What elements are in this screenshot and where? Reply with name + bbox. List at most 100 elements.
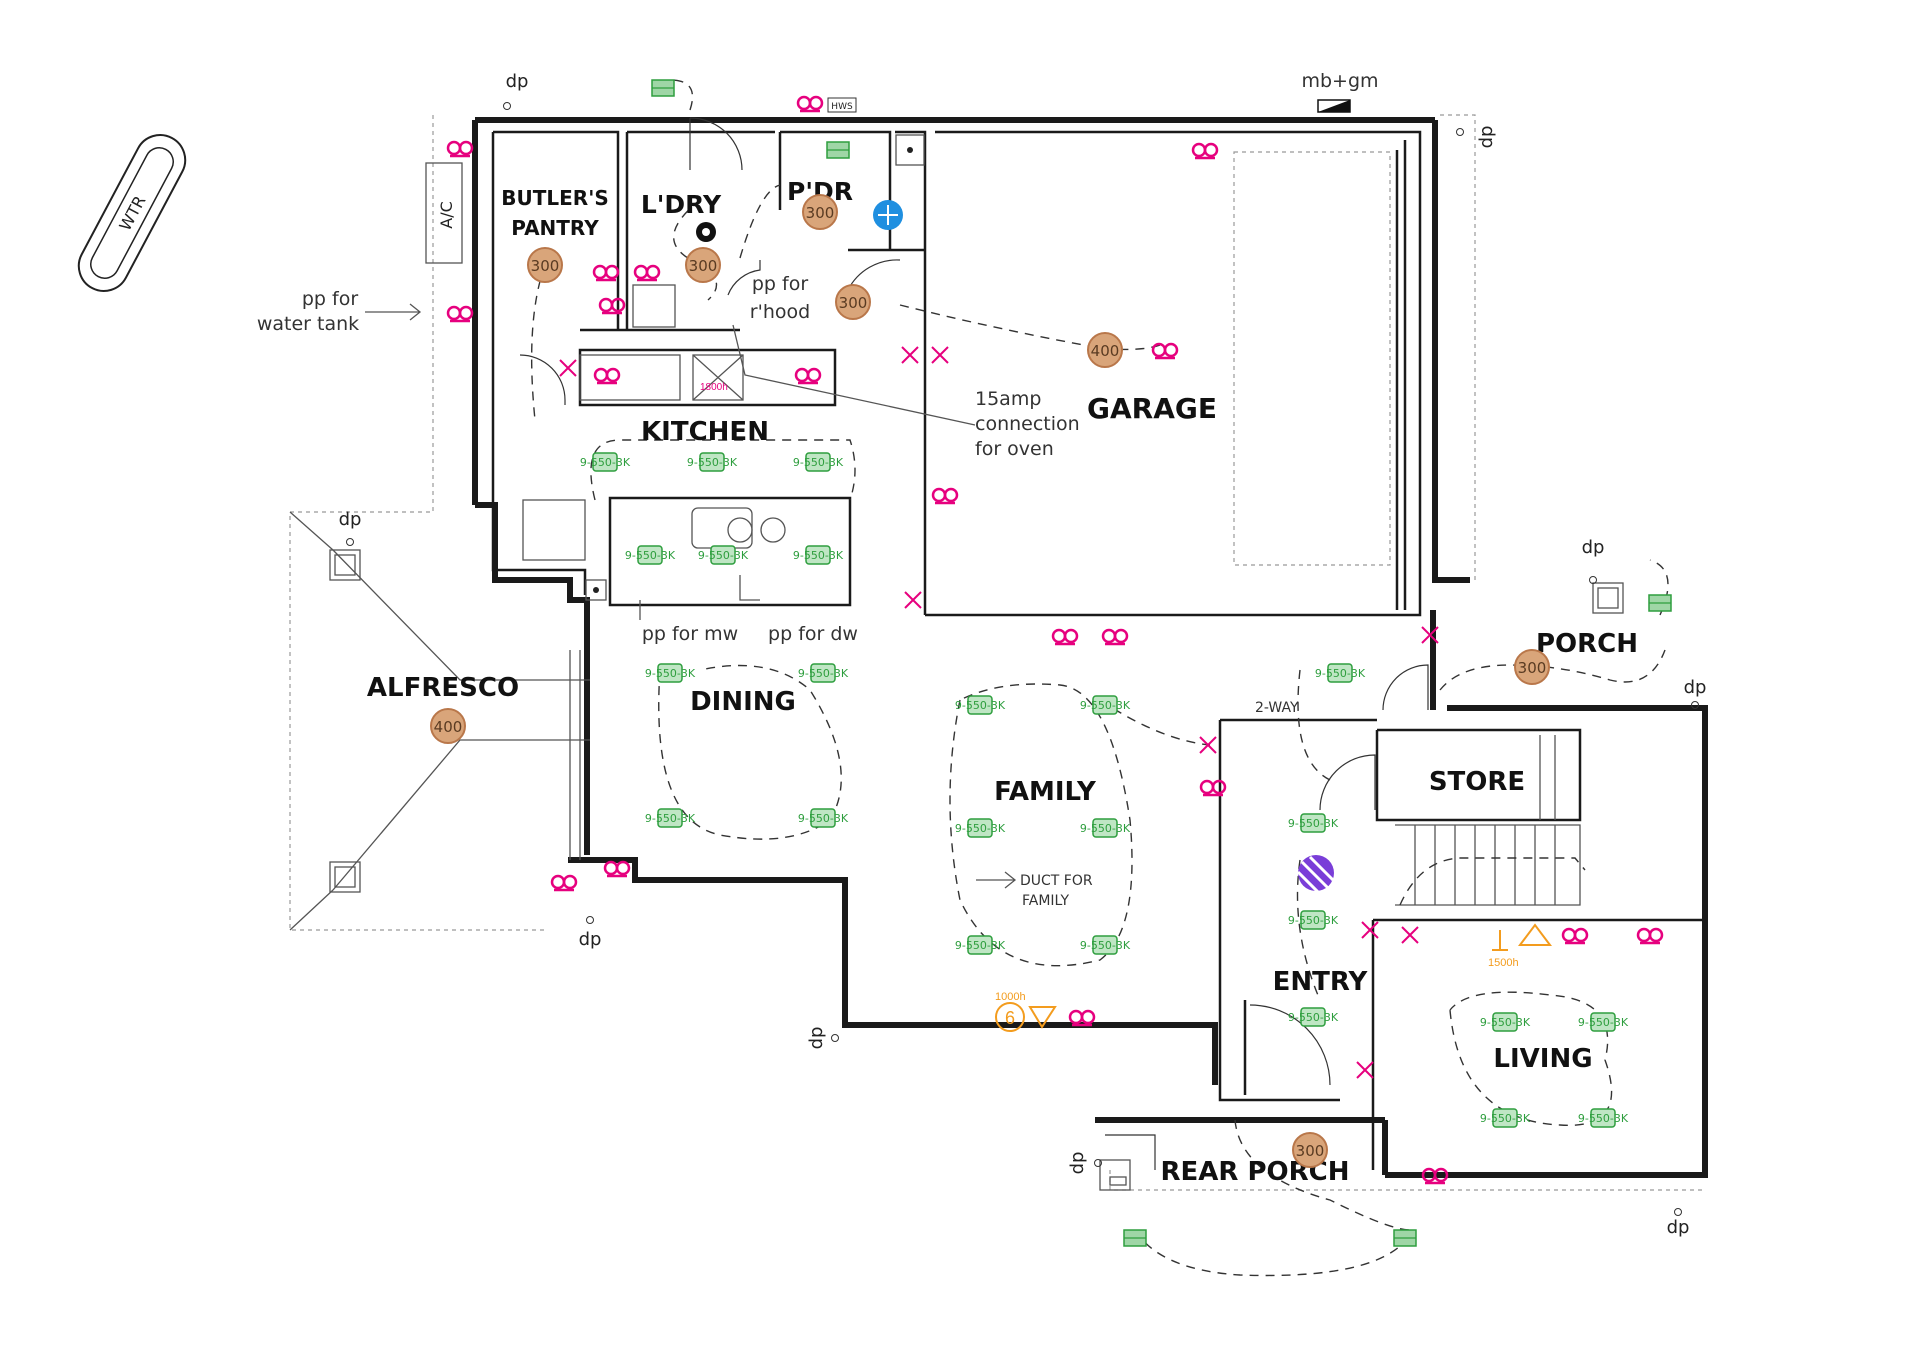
downlight-label: 9-550-3K (1288, 817, 1339, 830)
pendant-light-label: 300 (806, 204, 835, 222)
downlight-label: 9-550-3K (798, 667, 849, 680)
room-label-butlers-pantry: PANTRY (511, 216, 599, 240)
power-point-icon (446, 140, 474, 158)
downpipe-label: dp (579, 929, 602, 950)
downlight-label: 9-550-3K (798, 812, 849, 825)
downlight-icon: 9-550-3K (1578, 1012, 1629, 1032)
fan-living: 1500h (1488, 923, 1552, 969)
pp-dw-note: pp for dw (768, 623, 858, 645)
downpipe-labels: dp dp dp dp dp dp dp dp dp (339, 71, 1707, 1238)
power-point-icon (1561, 927, 1589, 945)
room-label-dining: DINING (690, 687, 796, 717)
downlight-label: 9-550-3K (1080, 699, 1131, 712)
downlight-label: 9-550-3K (1080, 822, 1131, 835)
downlight-label: 9-550-3K (1315, 667, 1366, 680)
downpipe-label: dp (1476, 126, 1497, 149)
laundry-tap-icon (696, 222, 716, 242)
power-point-icon (1151, 342, 1179, 360)
power-point-icon (1199, 779, 1227, 797)
room-label-butlers-pantry: BUTLER'S (501, 186, 608, 210)
downpipe-label: dp (1684, 677, 1707, 698)
pendant-light-icon: 300 (835, 284, 871, 320)
fan-height-label: 1500h (1488, 957, 1519, 969)
downpipe-label: dp (1582, 537, 1605, 558)
downpipe-label: dp (806, 1027, 827, 1050)
power-point-icon (1051, 628, 1079, 646)
pendant-light-icon: 400 (1087, 332, 1123, 368)
wall-light-icon (1648, 594, 1672, 612)
downpipe-label: dp (339, 509, 362, 530)
downlight-icon: 9-550-3K (1315, 663, 1366, 683)
room-label-family: FAMILY (994, 777, 1097, 807)
wtr-label: WTR (115, 193, 149, 234)
downlight-icon: 9-550-3K (1288, 813, 1339, 833)
downlight-icon: 9-550-3K (1288, 1007, 1339, 1027)
downlight-label: 9-550-3K (698, 549, 749, 562)
two-way-note: 2-WAY (1255, 700, 1299, 716)
pendant-light-label: 300 (689, 257, 718, 275)
switch-icon (904, 591, 922, 609)
pendant-light-label: 300 (839, 294, 868, 312)
pendant-light-label: 300 (1518, 659, 1547, 677)
power-point-icon (794, 367, 822, 385)
pendant-light-icon: 300 (1514, 649, 1550, 685)
downlight-icon: 9-550-3K (798, 663, 849, 683)
downlight-icon: 9-550-3K (625, 545, 676, 565)
external-lights (651, 79, 1672, 1247)
downlight-icon: 9-550-3K (798, 808, 849, 828)
downlight-label: 9-550-3K (687, 456, 738, 469)
power-point-icon (1421, 1167, 1449, 1185)
downlight-icon: 9-550-3K (687, 452, 738, 472)
room-label-alfresco: ALFRESCO (367, 673, 519, 703)
wtr-tank: WTR (77, 134, 187, 292)
power-point-icon (1068, 1009, 1096, 1027)
power-point-icon (592, 264, 620, 282)
rangehood-height: 1800h (700, 382, 728, 393)
downpipe-label: dp (506, 71, 529, 92)
power-points (446, 95, 1664, 1185)
switch-icon (1361, 921, 1379, 939)
room-label-porch: PORCH (1536, 629, 1638, 659)
internal-walls (491, 130, 1705, 1170)
pendant-light-icon: 300 (802, 194, 838, 230)
downlight-icon: 9-550-3K (645, 808, 696, 828)
downlight-icon: 9-550-3K (1080, 695, 1131, 715)
wall-light-icon (1393, 1229, 1417, 1247)
room-label-kitchen: KITCHEN (641, 417, 769, 447)
oven-note: connection (975, 413, 1080, 435)
switch-icon (559, 359, 577, 377)
downlight-icon: 9-550-3K (955, 695, 1006, 715)
room-label-laundry: L'DRY (641, 190, 722, 219)
downlight-label: 9-550-3K (1578, 1112, 1629, 1125)
downlight-label: 9-550-3K (1578, 1016, 1629, 1029)
power-point-icon (1191, 142, 1219, 160)
power-point-icon (796, 95, 824, 113)
switch-icon (1356, 1061, 1374, 1079)
downpipe-label: dp (1067, 1152, 1088, 1175)
downlight-label: 9-550-3K (955, 822, 1006, 835)
downlight-icon: 9-550-3K (793, 452, 844, 472)
pp-rhood-note: r'hood (750, 301, 810, 323)
downlight-label: 9-550-3K (1288, 914, 1339, 927)
downlight-icon: 9-550-3K (580, 452, 631, 472)
pendant-light-icon: 300 (685, 247, 721, 283)
room-label-store: STORE (1429, 767, 1525, 797)
downlight-icon: 9-550-3K (1080, 935, 1131, 955)
downlight-label: 9-550-3K (580, 456, 631, 469)
downlight-label: 9-550-3K (955, 699, 1006, 712)
stairs (1395, 735, 1586, 906)
pendant-light-label: 300 (531, 257, 560, 275)
pendant-light-label: 400 (434, 718, 463, 736)
downlight-icon: 9-550-3K (1080, 818, 1131, 838)
wall-light-icon (826, 141, 850, 159)
ceiling-fan: 1000h 6 (995, 991, 1057, 1032)
downlight-label: 9-550-3K (625, 549, 676, 562)
smoke-detector-icon (1296, 855, 1335, 894)
fixtures (289, 134, 1624, 1191)
rangehood-height-label: 1800h (700, 382, 728, 393)
downlight-label: 9-550-3K (1288, 1011, 1339, 1024)
room-label-entry: ENTRY (1273, 967, 1369, 997)
downlight-label: 9-550-3K (955, 939, 1006, 952)
power-point-icon (598, 297, 626, 315)
